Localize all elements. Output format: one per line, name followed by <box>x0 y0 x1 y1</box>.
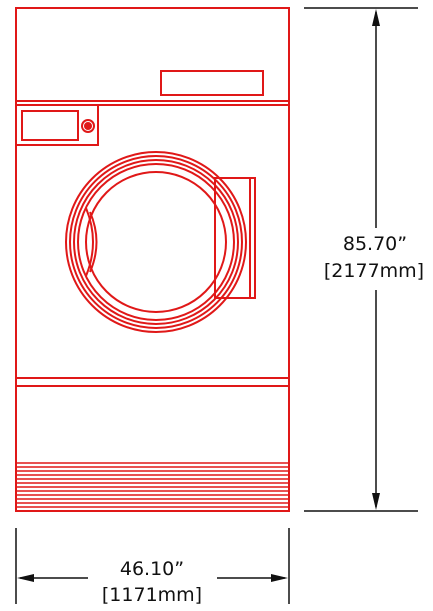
height-mm-label: [2177mm] <box>324 260 424 282</box>
door-ring-3 <box>73 159 239 325</box>
height-dimension <box>304 7 418 512</box>
dryer-machine <box>15 7 290 512</box>
name-plate-slot <box>160 70 264 96</box>
door-ring-2 <box>69 155 243 329</box>
width-arrow-left <box>17 574 34 582</box>
door-handle-inner <box>89 211 98 273</box>
width-inches-label: 46.10” <box>120 558 184 580</box>
door-glass <box>85 171 227 313</box>
control-panel <box>15 104 99 146</box>
door-hinge <box>214 177 256 299</box>
width-mm-label: [1171mm] <box>102 584 202 606</box>
door-outer-ring <box>65 151 247 333</box>
control-knob <box>81 119 95 133</box>
control-knob-inner <box>84 122 92 130</box>
door-ring-4 <box>77 163 235 321</box>
height-arrow-top <box>372 9 380 26</box>
control-display <box>21 110 79 141</box>
door-handle <box>85 207 94 277</box>
height-inches-label: 85.70” <box>343 233 407 255</box>
base-vents <box>16 462 289 508</box>
width-arrow-right <box>271 574 288 582</box>
height-arrow-bottom <box>372 493 380 510</box>
cabinet-outline <box>15 7 290 512</box>
width-dimension <box>15 528 290 604</box>
